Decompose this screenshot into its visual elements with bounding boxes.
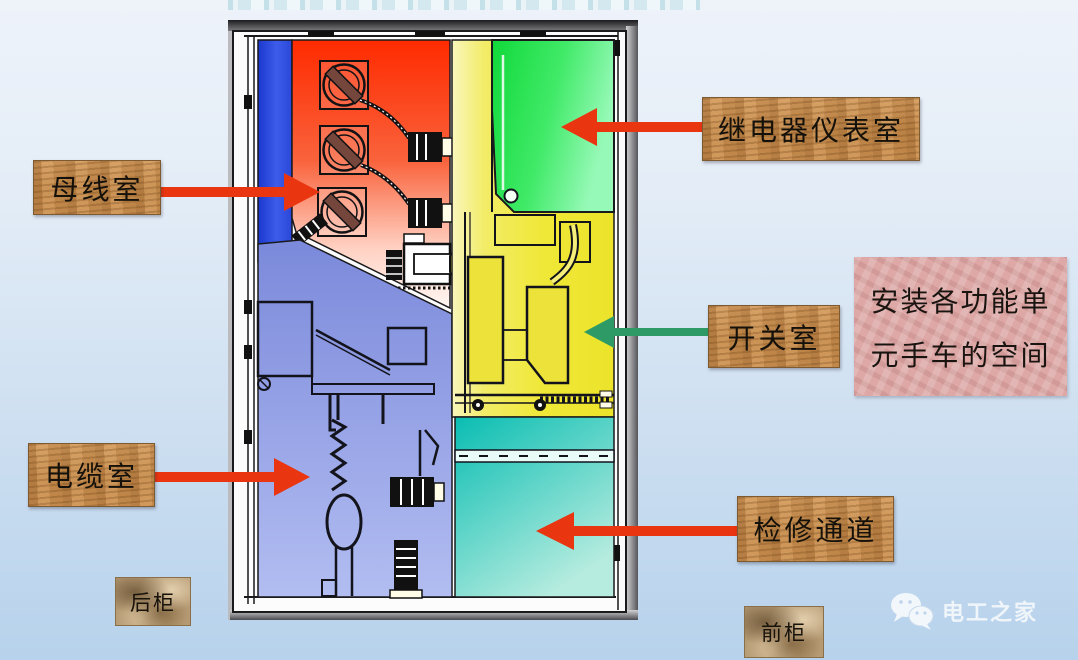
note-line-2: 元手车的空间 [870,340,1051,372]
access-compartment [454,416,615,598]
watermark: 电工之家 [889,592,1038,630]
access-arrow [536,512,738,550]
label-rear-cabinet-text: 后柜 [130,590,176,615]
note-line-1: 安装各功能单 [870,286,1051,318]
cabinet-cutaway-diagram [228,20,638,620]
label-cable-room: 电缆室 [28,443,155,507]
label-relay-instrument-room: 继电器仪表室 [702,97,920,161]
label-maintenance-aisle-text: 检修通道 [753,516,878,547]
label-rear-cabinet: 后柜 [115,577,191,626]
cable-arrow [150,458,310,496]
relay-arrow [561,108,703,146]
busbar-arrow [158,173,320,211]
relay-compartment [491,39,615,213]
cable-compartment [256,239,453,599]
label-cable-room-text: 电缆室 [44,462,138,493]
switch-arrow [584,316,709,348]
watermark-text: 电工之家 [942,600,1039,625]
label-front-cabinet: 前柜 [744,606,824,658]
wechat-icon [891,593,934,630]
label-front-cabinet-text: 前柜 [761,621,807,645]
label-busbar-room-text: 母线室 [50,174,144,206]
label-relay-instrument-room-text: 继电器仪表室 [717,116,904,147]
note-handcart-space: 安装各功能单 元手车的空间 [854,257,1067,396]
label-busbar-room: 母线室 [33,160,161,215]
rear-panel [257,39,293,263]
label-maintenance-aisle: 检修通道 [737,496,894,562]
label-switch-room: 开关室 [708,305,840,368]
label-switch-room-text: 开关室 [727,323,821,355]
decorative-banner [228,0,700,10]
